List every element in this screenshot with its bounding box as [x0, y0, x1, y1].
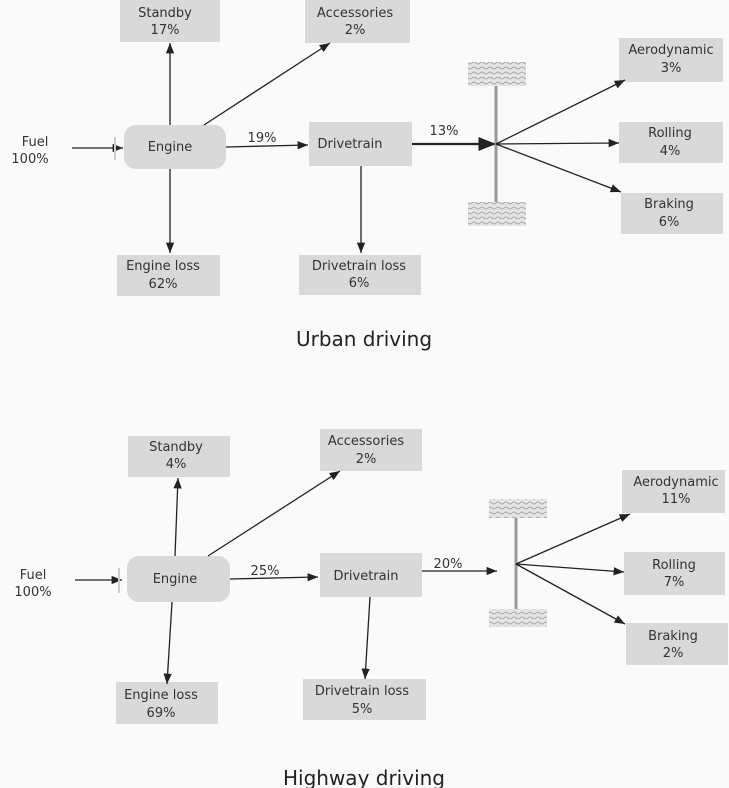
highway-rolling-box: Rolling 7% — [624, 552, 725, 595]
svg-text:Aerodynamic: Aerodynamic — [633, 475, 718, 490]
highway-braking-box: Braking 2% — [626, 623, 728, 665]
highway-rolling-arrow — [515, 563, 625, 576]
highway-accessories-box: Accessories 2% — [320, 429, 422, 471]
svg-text:4%: 4% — [166, 457, 187, 472]
svg-text:3%: 3% — [661, 61, 682, 76]
svg-text:Rolling: Rolling — [652, 558, 696, 573]
svg-text:Fuel: Fuel — [22, 135, 49, 150]
svg-text:Drivetrain: Drivetrain — [334, 569, 399, 584]
svg-text:5%: 5% — [352, 702, 373, 717]
highway-braking-arrow — [515, 563, 626, 625]
urban-braking-box: Braking 6% — [621, 193, 723, 234]
svg-text:Braking: Braking — [644, 197, 694, 212]
urban-aerodynamic-box: Aerodynamic 3% — [619, 38, 723, 82]
svg-text:Fuel: Fuel — [20, 568, 47, 583]
urban-engine-loss-box: Engine loss 62% — [117, 255, 220, 296]
svg-text:Drivetrain loss: Drivetrain loss — [315, 684, 409, 699]
svg-text:Engine loss: Engine loss — [126, 259, 200, 274]
svg-text:Drivetrain loss: Drivetrain loss — [312, 259, 406, 274]
svg-text:6%: 6% — [659, 215, 680, 230]
highway-diagram: Fuel 100% Engine Standby 4% Accessories … — [14, 429, 728, 788]
svg-text:Accessories: Accessories — [328, 434, 404, 449]
svg-text:6%: 6% — [349, 276, 370, 291]
svg-text:100%: 100% — [11, 152, 48, 167]
urban-accessories-arrow — [203, 42, 331, 126]
urban-engine-node: Engine — [124, 125, 226, 169]
svg-text:69%: 69% — [147, 706, 176, 721]
highway-engine-loss-arrow — [163, 601, 173, 685]
urban-aerodynamic-arrow — [495, 79, 626, 145]
svg-text:Drivetrain: Drivetrain — [318, 137, 383, 152]
svg-text:Braking: Braking — [648, 629, 698, 644]
svg-text:Engine: Engine — [153, 572, 198, 587]
urban-drivetrain-box: Drivetrain — [309, 122, 412, 166]
highway-title: Highway driving — [283, 766, 445, 788]
highway-drivetrain-box: Drivetrain — [320, 553, 422, 597]
urban-engine-drivetrain-arrow — [225, 141, 309, 150]
svg-text:Accessories: Accessories — [317, 6, 393, 21]
svg-text:4%: 4% — [660, 144, 681, 159]
highway-drivetrain-loss-arrow — [361, 596, 371, 680]
urban-accessories-box: Accessories 2% — [305, 0, 410, 43]
highway-engine-output-label: 25% — [251, 564, 280, 579]
svg-text:Standby: Standby — [138, 6, 192, 21]
svg-text:100%: 100% — [14, 585, 51, 600]
urban-engine-output-label: 19% — [248, 131, 277, 146]
highway-engine-node: Engine — [127, 556, 230, 602]
svg-text:Standby: Standby — [149, 440, 203, 455]
svg-text:Engine: Engine — [148, 140, 193, 155]
svg-text:2%: 2% — [345, 23, 366, 38]
svg-text:2%: 2% — [356, 452, 377, 467]
svg-text:Aerodynamic: Aerodynamic — [628, 43, 713, 58]
highway-engine-drivetrain-arrow — [229, 573, 319, 582]
svg-text:Engine loss: Engine loss — [124, 688, 198, 703]
urban-drivetrain-output-label: 13% — [430, 124, 459, 139]
svg-text:11%: 11% — [662, 492, 691, 507]
svg-text:Rolling: Rolling — [648, 126, 692, 141]
highway-standby-arrow — [173, 477, 182, 557]
highway-aerodynamic-arrow — [515, 513, 631, 565]
svg-text:7%: 7% — [664, 575, 685, 590]
highway-accessories-arrow — [207, 470, 341, 557]
urban-standby-box: Standby 17% — [120, 0, 220, 42]
highway-engine-loss-box: Engine loss 69% — [116, 682, 218, 724]
highway-standby-box: Standby 4% — [128, 436, 230, 477]
svg-text:2%: 2% — [663, 646, 684, 661]
highway-axle-icon — [489, 499, 547, 627]
urban-axle-icon — [468, 62, 526, 226]
highway-fuel-label: Fuel 100% — [14, 568, 51, 600]
urban-rolling-box: Rolling 4% — [619, 122, 723, 163]
urban-title: Urban driving — [296, 327, 432, 351]
highway-drivetrain-loss-box: Drivetrain loss 5% — [303, 679, 426, 720]
urban-braking-arrow — [495, 143, 622, 193]
urban-rolling-arrow — [495, 138, 620, 148]
urban-fuel-label: Fuel 100% — [11, 135, 48, 167]
urban-diagram: Fuel 100% Engine Standby 17% Accessories… — [11, 0, 723, 351]
svg-text:17%: 17% — [151, 23, 180, 38]
urban-drivetrain-loss-box: Drivetrain loss 6% — [299, 255, 421, 295]
highway-drivetrain-output-label: 20% — [434, 557, 463, 572]
highway-aerodynamic-box: Aerodynamic 11% — [622, 470, 725, 513]
svg-text:62%: 62% — [149, 277, 178, 292]
